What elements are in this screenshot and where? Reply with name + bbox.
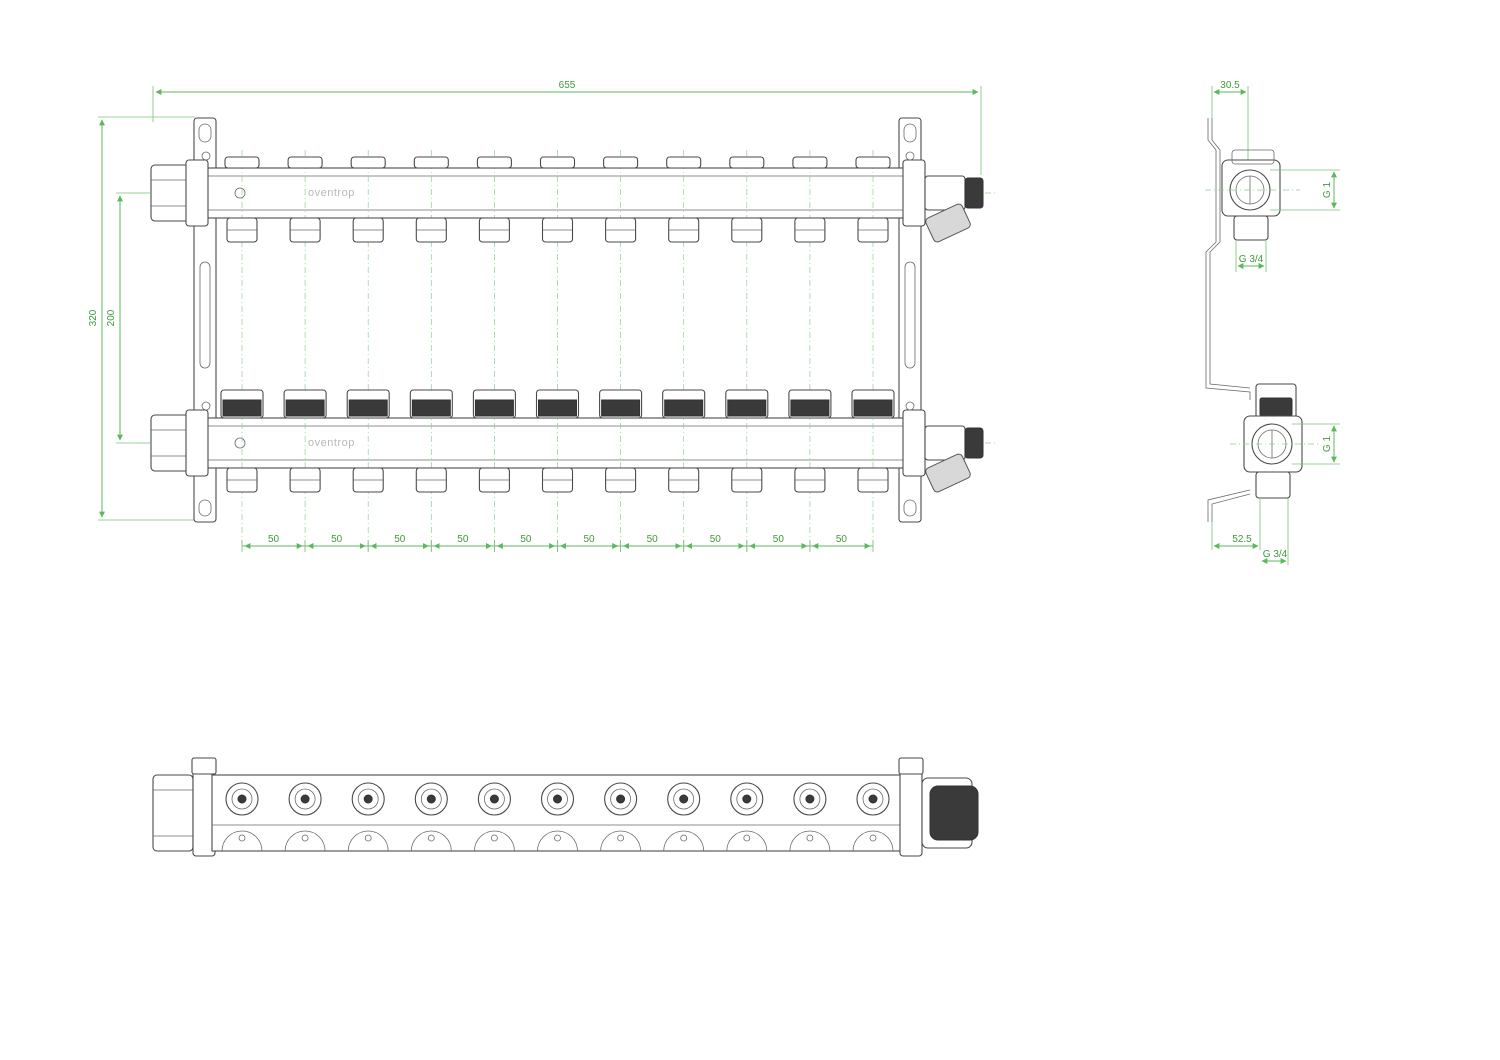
outlet-top bbox=[789, 782, 831, 852]
outlet-top bbox=[852, 782, 894, 852]
outlet-spacing-label: 50 bbox=[773, 534, 785, 545]
outlet bbox=[662, 150, 706, 550]
offset-bottom-label: 52.5 bbox=[1232, 534, 1252, 545]
outlet-top bbox=[537, 782, 578, 852]
outlet bbox=[472, 150, 516, 550]
thread-main-upper-label: G 1 bbox=[1322, 182, 1333, 199]
outlet-spacing-label: 50 bbox=[268, 534, 280, 545]
outlet bbox=[725, 150, 769, 550]
outlet-top bbox=[410, 782, 452, 852]
outlet bbox=[851, 150, 895, 550]
outlet-spacing-label: 50 bbox=[457, 534, 469, 545]
outlet-spacing-label: 50 bbox=[647, 534, 659, 545]
outlet-top bbox=[347, 782, 389, 852]
offset-top-label: 30.5 bbox=[1220, 80, 1240, 91]
outlet bbox=[535, 150, 580, 550]
outlet-spacing-label: 50 bbox=[836, 534, 848, 545]
outlet bbox=[409, 150, 453, 550]
outlet-top bbox=[663, 782, 705, 852]
thread-outlet-lower-label: G 3/4 bbox=[1263, 549, 1288, 560]
top-outlets bbox=[221, 782, 894, 852]
outlet-spacing-label: 50 bbox=[394, 534, 406, 545]
outlet-top bbox=[221, 782, 263, 852]
outlet-top bbox=[284, 782, 326, 852]
side-bracket-profile bbox=[1205, 118, 1251, 522]
lower-distribution-bar: oventrop bbox=[140, 401, 995, 493]
outlet bbox=[346, 150, 390, 550]
outlet-spacing-label: 50 bbox=[710, 534, 722, 545]
outlet-spacing-label: 50 bbox=[583, 534, 595, 545]
brand-label-upper: oventrop bbox=[308, 187, 355, 199]
dimension-axis-distance: 200 bbox=[106, 192, 150, 444]
outlet-top bbox=[726, 782, 768, 852]
outlet-spacing-label: 50 bbox=[331, 534, 343, 545]
outlet bbox=[220, 150, 264, 550]
brand-label-lower: oventrop bbox=[308, 437, 355, 449]
side-upper-section: G 1 G 3/4 bbox=[1205, 149, 1340, 272]
overall-width-label: 655 bbox=[559, 80, 576, 91]
dimension-overall-width: 655 bbox=[152, 80, 982, 175]
axis-distance-label: 200 bbox=[106, 309, 117, 326]
dimension-offset-top: 30.5 bbox=[1211, 80, 1249, 160]
overall-height-label: 320 bbox=[88, 309, 99, 326]
outlet bbox=[788, 150, 832, 550]
side-lower-section: G 1 52.5 G 3/4 bbox=[1211, 383, 1340, 565]
outlet bbox=[599, 150, 643, 550]
dimension-overall-height: 320 bbox=[88, 116, 195, 521]
outlet-spacing-label: 50 bbox=[520, 534, 532, 545]
front-view: 655 320 200 bbox=[88, 80, 995, 552]
outlet bbox=[283, 150, 327, 550]
thread-outlet-upper-label: G 3/4 bbox=[1239, 254, 1264, 265]
thread-main-lower-label: G 1 bbox=[1322, 436, 1333, 453]
outlet-top bbox=[474, 782, 515, 852]
outlet-spacing-dimensions: 50 50 50 50 50 50 50 50 50 50 bbox=[241, 534, 874, 552]
side-view: 30.5 G 1 G 3/4 bbox=[1205, 80, 1340, 565]
outlet-top bbox=[600, 782, 641, 852]
front-outlets bbox=[220, 150, 895, 550]
top-view bbox=[152, 757, 979, 857]
upper-distribution-bar: oventrop bbox=[140, 151, 995, 243]
top-inlet-nut bbox=[152, 774, 194, 852]
